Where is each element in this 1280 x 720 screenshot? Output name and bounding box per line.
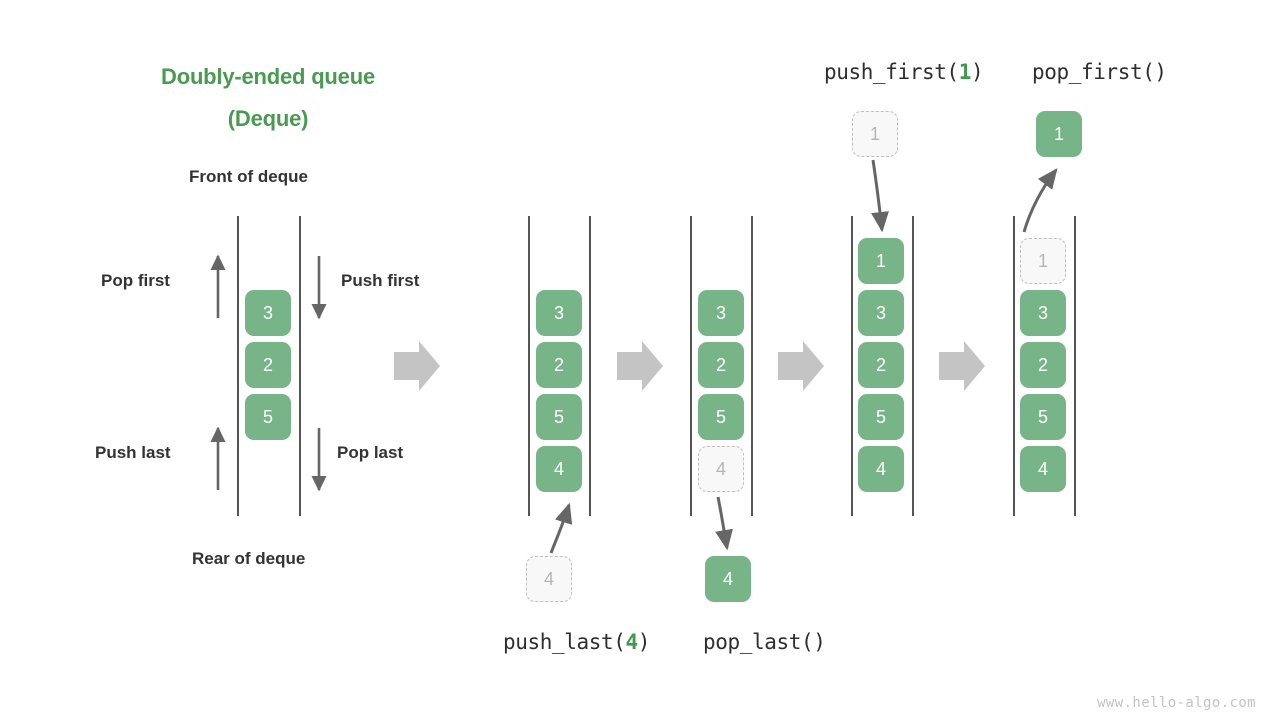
- stack-4-cell-1: 3: [858, 290, 904, 336]
- arrow-push-first-insert: [871, 159, 889, 233]
- stack-5-cell-3: 5: [1020, 394, 1066, 440]
- stack-2-cell-1: 2: [536, 342, 582, 388]
- diagram-title: Doubly-ended queue (Deque): [113, 56, 423, 140]
- op-pop-first-name: pop_first(): [1032, 60, 1167, 84]
- rail-left-stack-1: [237, 216, 239, 516]
- stack-2-cell-0: 3: [536, 290, 582, 336]
- stack-5-cell-4: 4: [1020, 446, 1066, 492]
- op-label-push-last: push_last(4): [503, 630, 650, 654]
- rail-right-stack-1: [299, 216, 301, 516]
- op-push-first-arg: 1: [958, 60, 972, 84]
- rail-right-stack-5: [1074, 216, 1076, 516]
- stack-1-cell-1: 2: [245, 342, 291, 388]
- stack-3-cell-2: 5: [698, 394, 744, 440]
- watermark: www.hello-algo.com: [1097, 695, 1256, 711]
- floating-cell-pop-last-result: 4: [705, 556, 751, 602]
- stack-4-cell-2: 2: [858, 342, 904, 388]
- op-label-pop-first: pop_first(): [1032, 60, 1167, 84]
- label-front-of-deque: Front of deque: [189, 167, 308, 186]
- floating-cell-push-last-source: 4: [526, 556, 572, 602]
- label-push-first: Push first: [341, 271, 420, 290]
- op-push-first-close: ): [970, 60, 984, 84]
- floating-cell-push-first-source: 1: [852, 111, 898, 157]
- arrow-push-last-insert: [549, 502, 573, 554]
- op-label-push-first: push_first(1): [824, 60, 984, 84]
- stack-5-cell-1: 3: [1020, 290, 1066, 336]
- stack-2-cell-3: 4: [536, 446, 582, 492]
- rail-right-stack-3: [751, 216, 753, 516]
- rail-left-stack-5: [1013, 216, 1015, 516]
- label-rear-of-deque: Rear of deque: [192, 549, 306, 568]
- flow-arrow-4: [939, 341, 985, 391]
- stack-2-cell-2: 5: [536, 394, 582, 440]
- op-push-last-name: push_last(: [503, 630, 626, 654]
- op-label-pop-last: pop_last(): [703, 630, 826, 654]
- op-push-last-arg: 4: [625, 630, 638, 654]
- op-push-last-close: ): [637, 630, 651, 654]
- label-pop-last: Pop last: [337, 443, 404, 462]
- stack-5-cell-0-ghost: 1: [1020, 238, 1066, 284]
- rail-right-stack-2: [589, 216, 591, 516]
- flow-arrow-2: [617, 341, 663, 391]
- flow-arrow-1: [394, 341, 440, 391]
- title-line-2: (Deque): [227, 105, 309, 131]
- stack-1-cell-2: 5: [245, 394, 291, 440]
- stack-4-cell-3: 5: [858, 394, 904, 440]
- stack-3-cell-0: 3: [698, 290, 744, 336]
- stack-3-cell-3-ghost: 4: [698, 446, 744, 492]
- stack-5-cell-2: 2: [1020, 342, 1066, 388]
- flow-arrow-3: [778, 341, 824, 391]
- rail-left-stack-3: [690, 216, 692, 516]
- arrow-pop-first-remove: [1022, 168, 1058, 233]
- op-pop-last-name: pop_last(): [703, 630, 826, 654]
- floating-cell-pop-first-result: 1: [1036, 111, 1082, 157]
- stack-4-cell-0: 1: [858, 238, 904, 284]
- arrow-pop-last-remove: [715, 496, 733, 551]
- rail-left-stack-2: [528, 216, 530, 516]
- stack-1-cell-0: 3: [245, 290, 291, 336]
- stack-4-cell-4: 4: [858, 446, 904, 492]
- title-line-1: Doubly-ended queue: [161, 64, 375, 89]
- label-push-last: Push last: [95, 443, 171, 462]
- rail-right-stack-4: [912, 216, 914, 516]
- stack-3-cell-1: 2: [698, 342, 744, 388]
- rail-left-stack-4: [851, 216, 853, 516]
- label-pop-first: Pop first: [101, 271, 170, 290]
- op-push-first-name: push_first(: [824, 60, 959, 84]
